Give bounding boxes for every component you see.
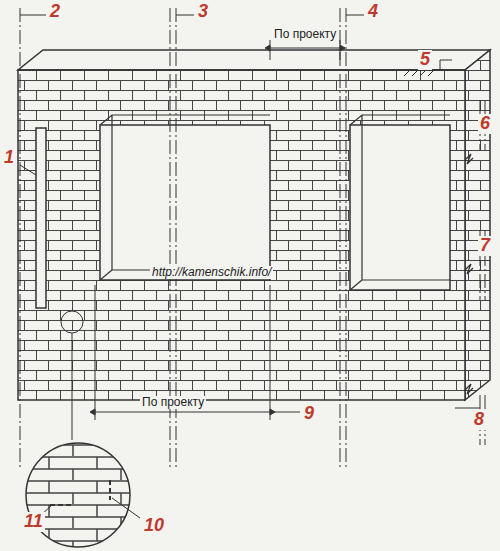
callout-number: 1 bbox=[2, 148, 16, 168]
dimension-label: По проекту bbox=[140, 396, 206, 409]
wall-top bbox=[18, 50, 490, 70]
axis-lines bbox=[20, 8, 485, 470]
callout-number: 11 bbox=[22, 512, 45, 532]
wall-slot bbox=[36, 128, 46, 308]
wall-front bbox=[18, 70, 465, 400]
callout-number: 10 bbox=[142, 516, 166, 536]
detail-circle bbox=[20, 440, 140, 550]
opening-reveal bbox=[350, 115, 450, 290]
callout-number: 3 bbox=[196, 2, 210, 22]
callout-number: 8 bbox=[472, 410, 486, 430]
dimension-label: По проекту bbox=[272, 28, 338, 41]
callout-number: 2 bbox=[48, 2, 62, 22]
callout-number: 9 bbox=[302, 404, 316, 424]
opening-reveal bbox=[100, 115, 270, 280]
callout-number: 5 bbox=[418, 50, 432, 70]
leader-lines bbox=[20, 15, 480, 440]
callout-number: 7 bbox=[478, 236, 492, 256]
watermark: http://kamenschik.info/ bbox=[150, 266, 273, 279]
callout-number: 4 bbox=[366, 2, 380, 22]
callout-number: 6 bbox=[478, 114, 492, 134]
wall-side bbox=[465, 50, 490, 400]
